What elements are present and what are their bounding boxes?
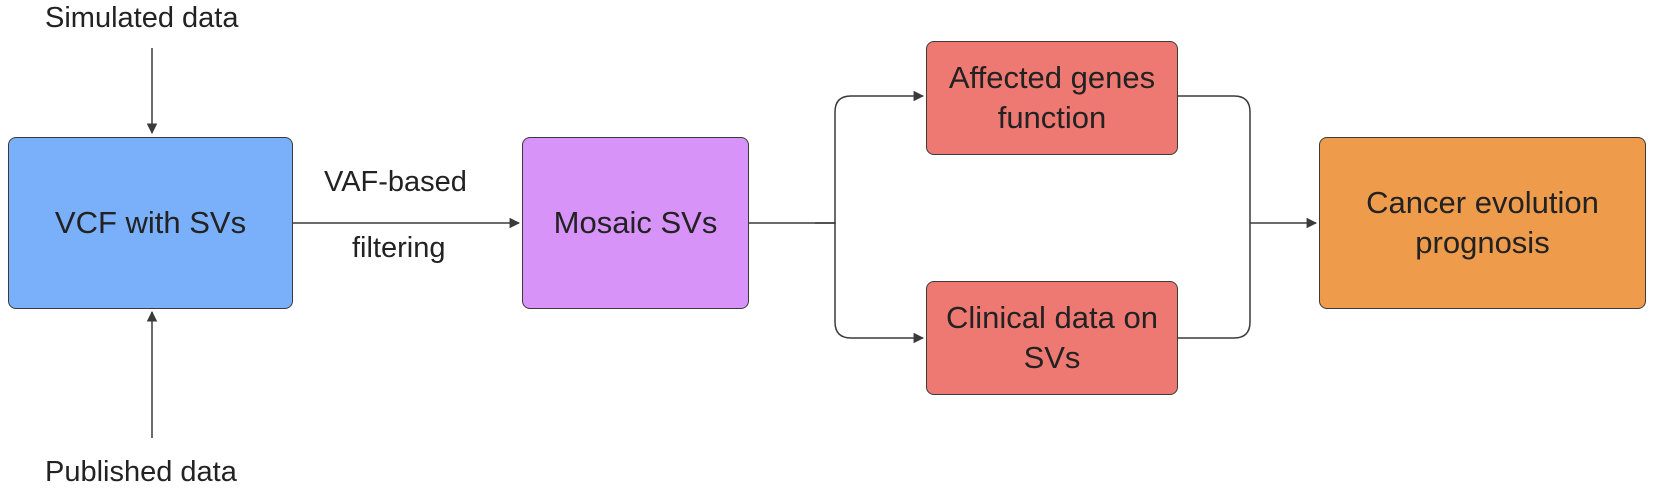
clinical-data-label: Clinical data on SVs (946, 299, 1158, 375)
simulated-data-label: Simulated data (45, 2, 239, 34)
mosaic-svs-label: Mosaic SVs (553, 204, 718, 240)
arrow-mosaic-to-genes (815, 90, 925, 224)
affected-genes-label: Affected genes function (948, 59, 1156, 135)
line-clinical-merge (1178, 223, 1251, 339)
cancer-evolution-node: Cancer evolution prognosis (1319, 137, 1646, 309)
vaf-filter-label-line2: filtering (352, 232, 446, 264)
cancer-evolution-label: Cancer evolution prognosis (1366, 184, 1599, 260)
vcf-with-svs-node: VCF with SVs (8, 137, 293, 309)
clinical-data-node: Clinical data on SVs (926, 281, 1178, 395)
affected-genes-node: Affected genes function (926, 41, 1178, 155)
arrow-mosaic-to-clinical (815, 222, 925, 344)
line-genes-merge (1178, 95, 1251, 223)
vaf-filter-label-line1: VAF-based (324, 166, 467, 198)
mosaic-svs-node: Mosaic SVs (522, 137, 749, 309)
published-data-label: Published data (45, 456, 237, 488)
vcf-with-svs-label: VCF with SVs (54, 204, 247, 240)
